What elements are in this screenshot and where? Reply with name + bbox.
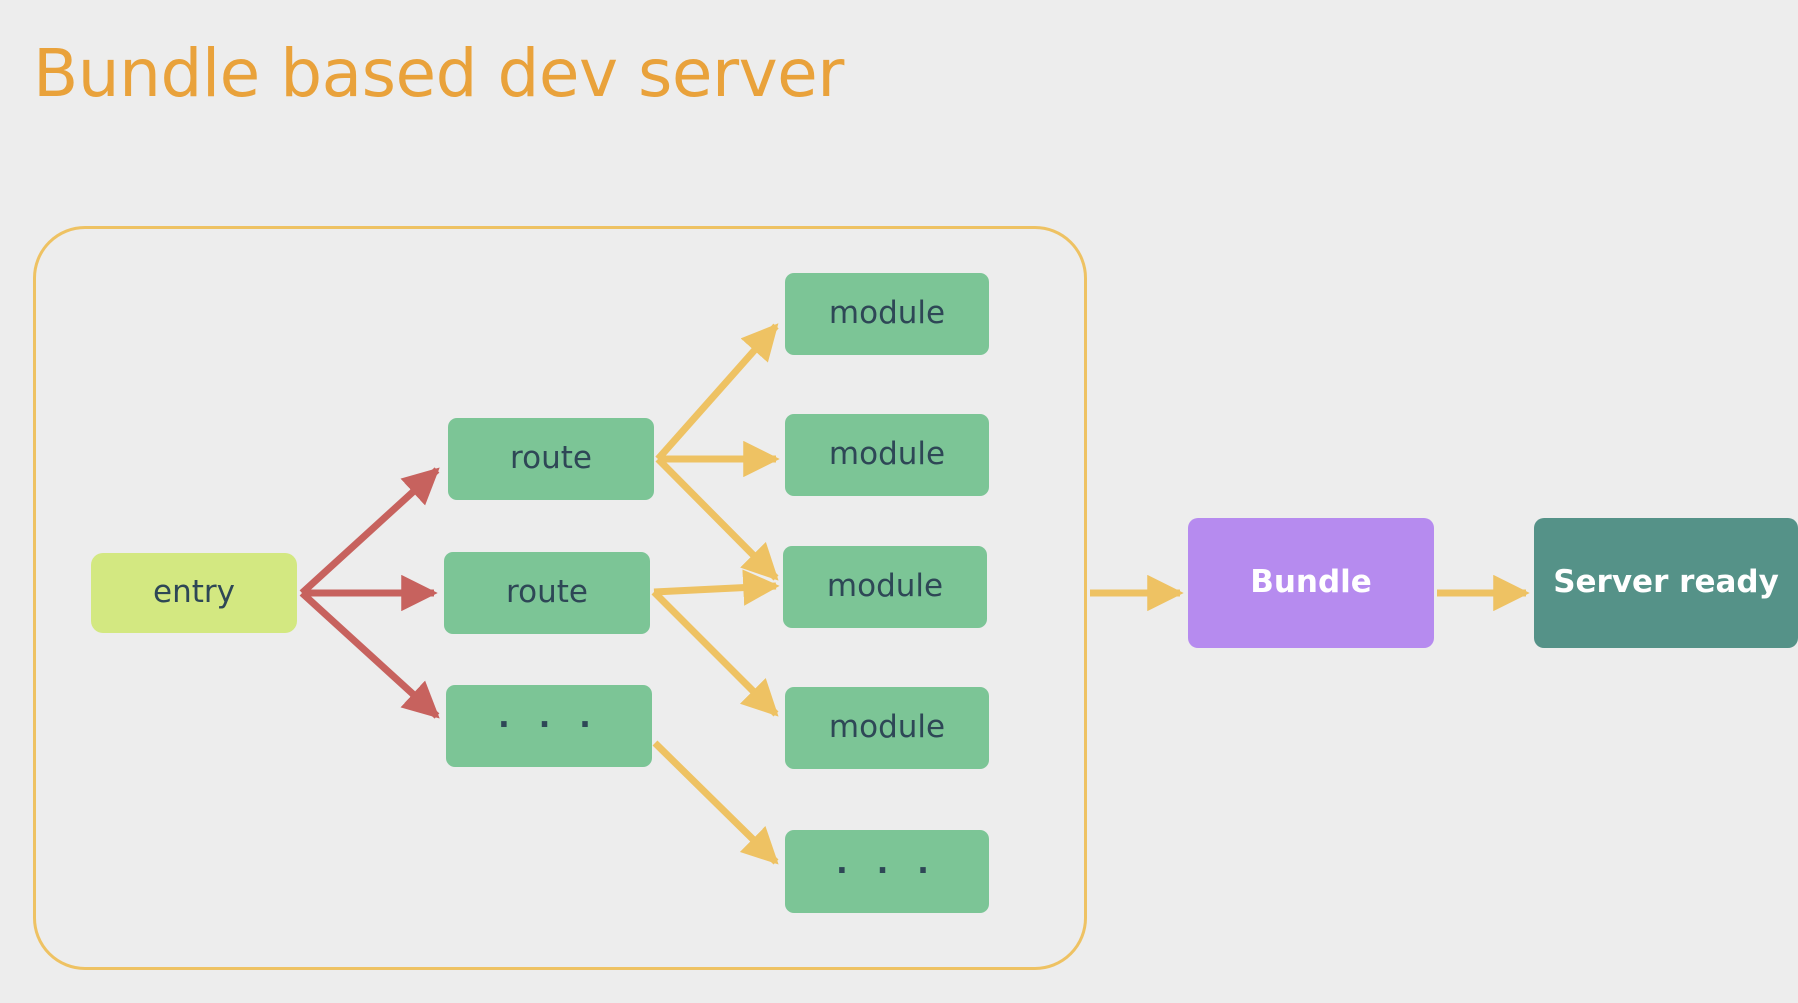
node-entry[interactable]: entry [91,553,297,633]
node-entry-label: entry [153,574,235,611]
node-bundle[interactable]: Bundle [1188,518,1434,648]
node-module-4[interactable]: module [785,687,989,769]
node-route-more-label: · · · [498,707,600,744]
node-route-1-label: route [510,440,592,477]
node-route-1[interactable]: route [448,418,654,500]
node-module-3-label: module [826,568,944,605]
node-module-2[interactable]: module [785,414,989,496]
bundle-graph-group [33,226,1087,970]
node-module-1[interactable]: module [785,273,989,355]
node-server-ready[interactable]: Server ready [1534,518,1798,648]
node-server-ready-label: Server ready [1553,564,1779,601]
node-route-2[interactable]: route [444,552,650,634]
page-title: Bundle based dev server [33,35,844,112]
node-module-2-label: module [828,436,946,473]
node-module-more[interactable]: · · · [785,830,989,913]
node-route-more[interactable]: · · · [446,685,652,767]
node-module-1-label: module [828,295,946,332]
node-module-3[interactable]: module [783,546,987,628]
node-bundle-label: Bundle [1250,564,1372,601]
node-module-4-label: module [828,709,946,746]
node-route-2-label: route [506,574,588,611]
node-module-more-label: · · · [836,852,938,889]
